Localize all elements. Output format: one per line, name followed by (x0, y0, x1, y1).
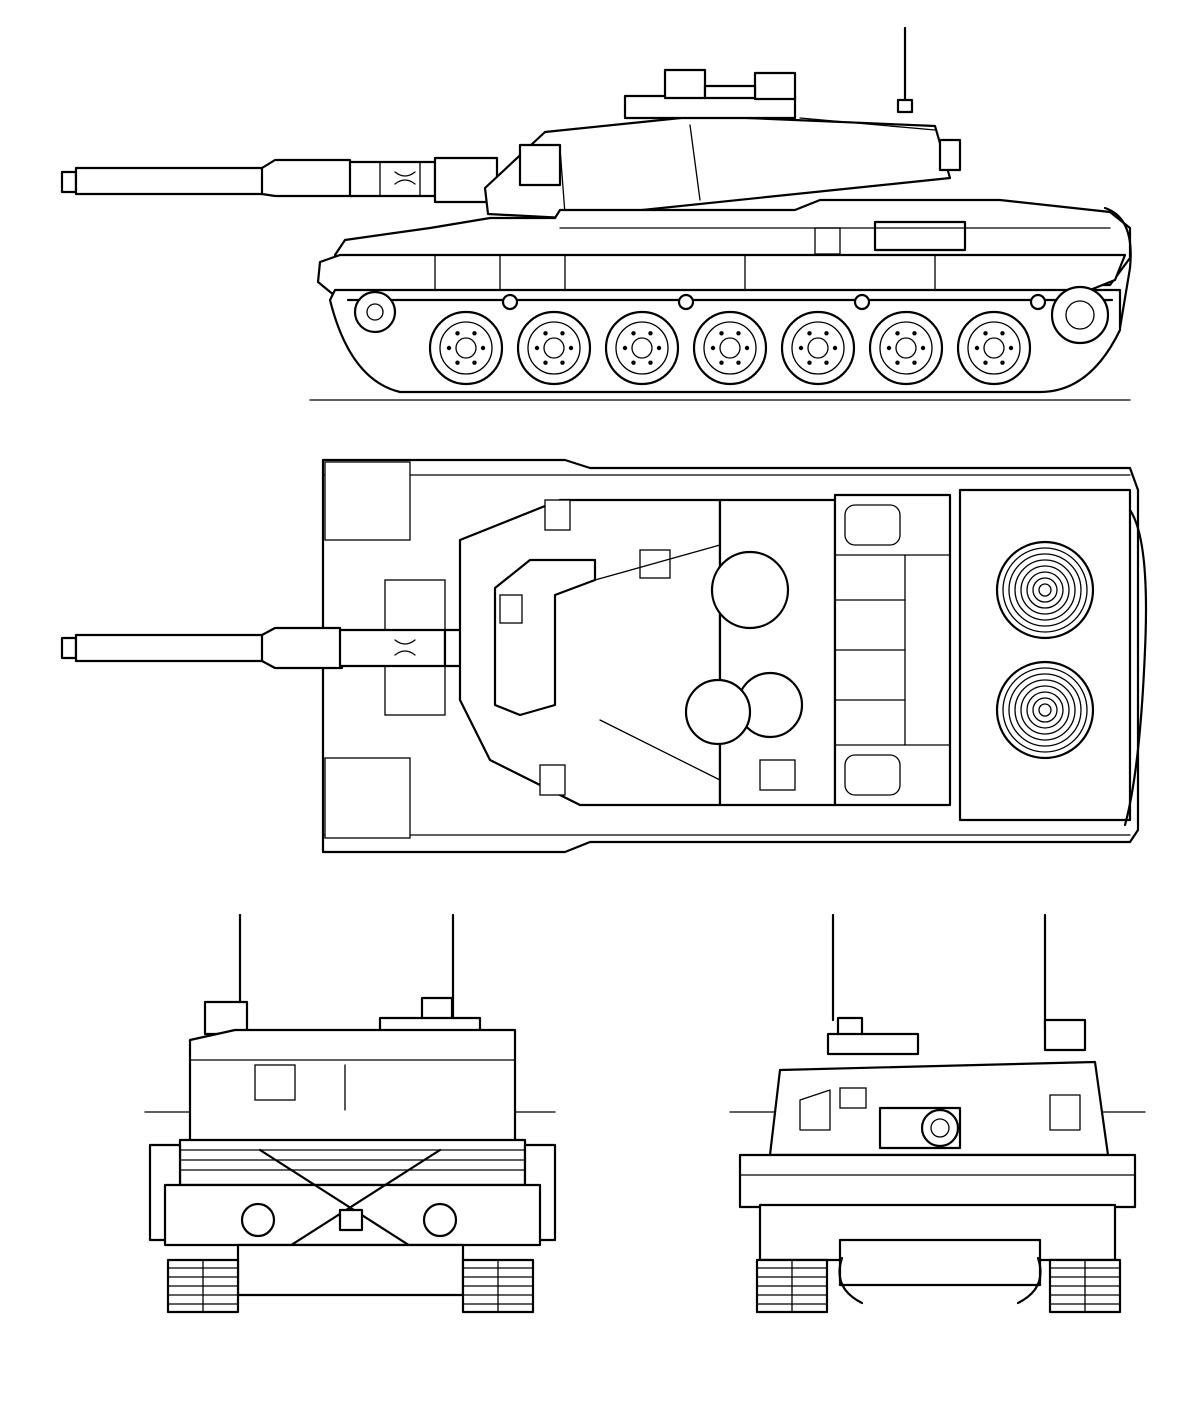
top-main-gun (60, 626, 514, 670)
rear-muzzle-view (920, 1108, 960, 1148)
road-wheel (428, 310, 504, 386)
front-right-headlight (422, 1202, 458, 1238)
rear-right-smoke-launchers (1049, 1094, 1081, 1131)
top-turret (458, 498, 837, 807)
track-block-column (461, 1258, 535, 1314)
return-roller (677, 293, 695, 311)
road-wheel (780, 310, 856, 386)
front-view (144, 913, 557, 1314)
front-glacis (178, 1138, 527, 1187)
rear-tow-hooks (838, 1256, 1042, 1305)
road-wheel (604, 310, 680, 386)
side-antenna (896, 26, 914, 114)
cooling-fan (995, 540, 1095, 640)
side-main-gun (60, 156, 499, 204)
road-wheel (868, 310, 944, 386)
rear-engine-deck (738, 1153, 1137, 1209)
rear-left-smoke-launchers (799, 1089, 831, 1131)
side-road-wheels (428, 293, 1047, 386)
top-front-left-panel (324, 461, 411, 541)
top-loader-hatch (684, 678, 752, 746)
front-turret (188, 1028, 517, 1152)
front-tracks (166, 1258, 535, 1314)
front-glacis-slats (179, 1149, 526, 1171)
track-block-column (1048, 1258, 1122, 1314)
cooling-fan (995, 660, 1095, 760)
side-idler-wheel (353, 290, 397, 334)
side-drive-sprocket (1050, 285, 1110, 345)
top-cooling-fans (995, 540, 1095, 760)
top-engine-deck (833, 488, 1132, 822)
road-wheel (956, 310, 1032, 386)
track-block-column (755, 1258, 829, 1314)
top-view (60, 458, 1148, 854)
front-left-headlight (240, 1202, 276, 1238)
rear-tracks (755, 1258, 1122, 1314)
top-tow-cable (1123, 508, 1148, 827)
track-block-column (166, 1258, 240, 1314)
top-commander-hatch (710, 550, 790, 630)
top-front-right-panel (324, 757, 411, 839)
front-lower-plate (236, 1243, 465, 1297)
return-roller (501, 293, 519, 311)
side-turret (483, 68, 962, 220)
rear-lower-plate (838, 1238, 1042, 1287)
return-roller (853, 293, 871, 311)
road-wheel (692, 310, 768, 386)
road-wheel (516, 310, 592, 386)
return-roller (1029, 293, 1047, 311)
rear-view (729, 913, 1146, 1314)
side-view (60, 26, 1132, 401)
